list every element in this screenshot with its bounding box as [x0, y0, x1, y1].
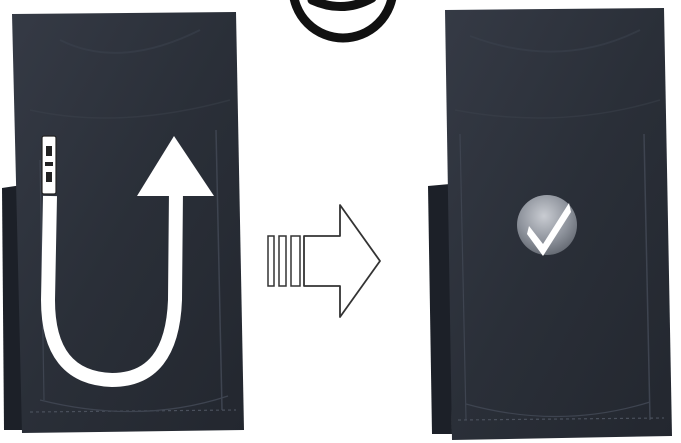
zipper-pull-icon: [42, 136, 56, 194]
step-number-badge: [293, 0, 393, 38]
next-step-arrow-icon: [268, 205, 380, 317]
left-cover-panel: [2, 12, 244, 433]
